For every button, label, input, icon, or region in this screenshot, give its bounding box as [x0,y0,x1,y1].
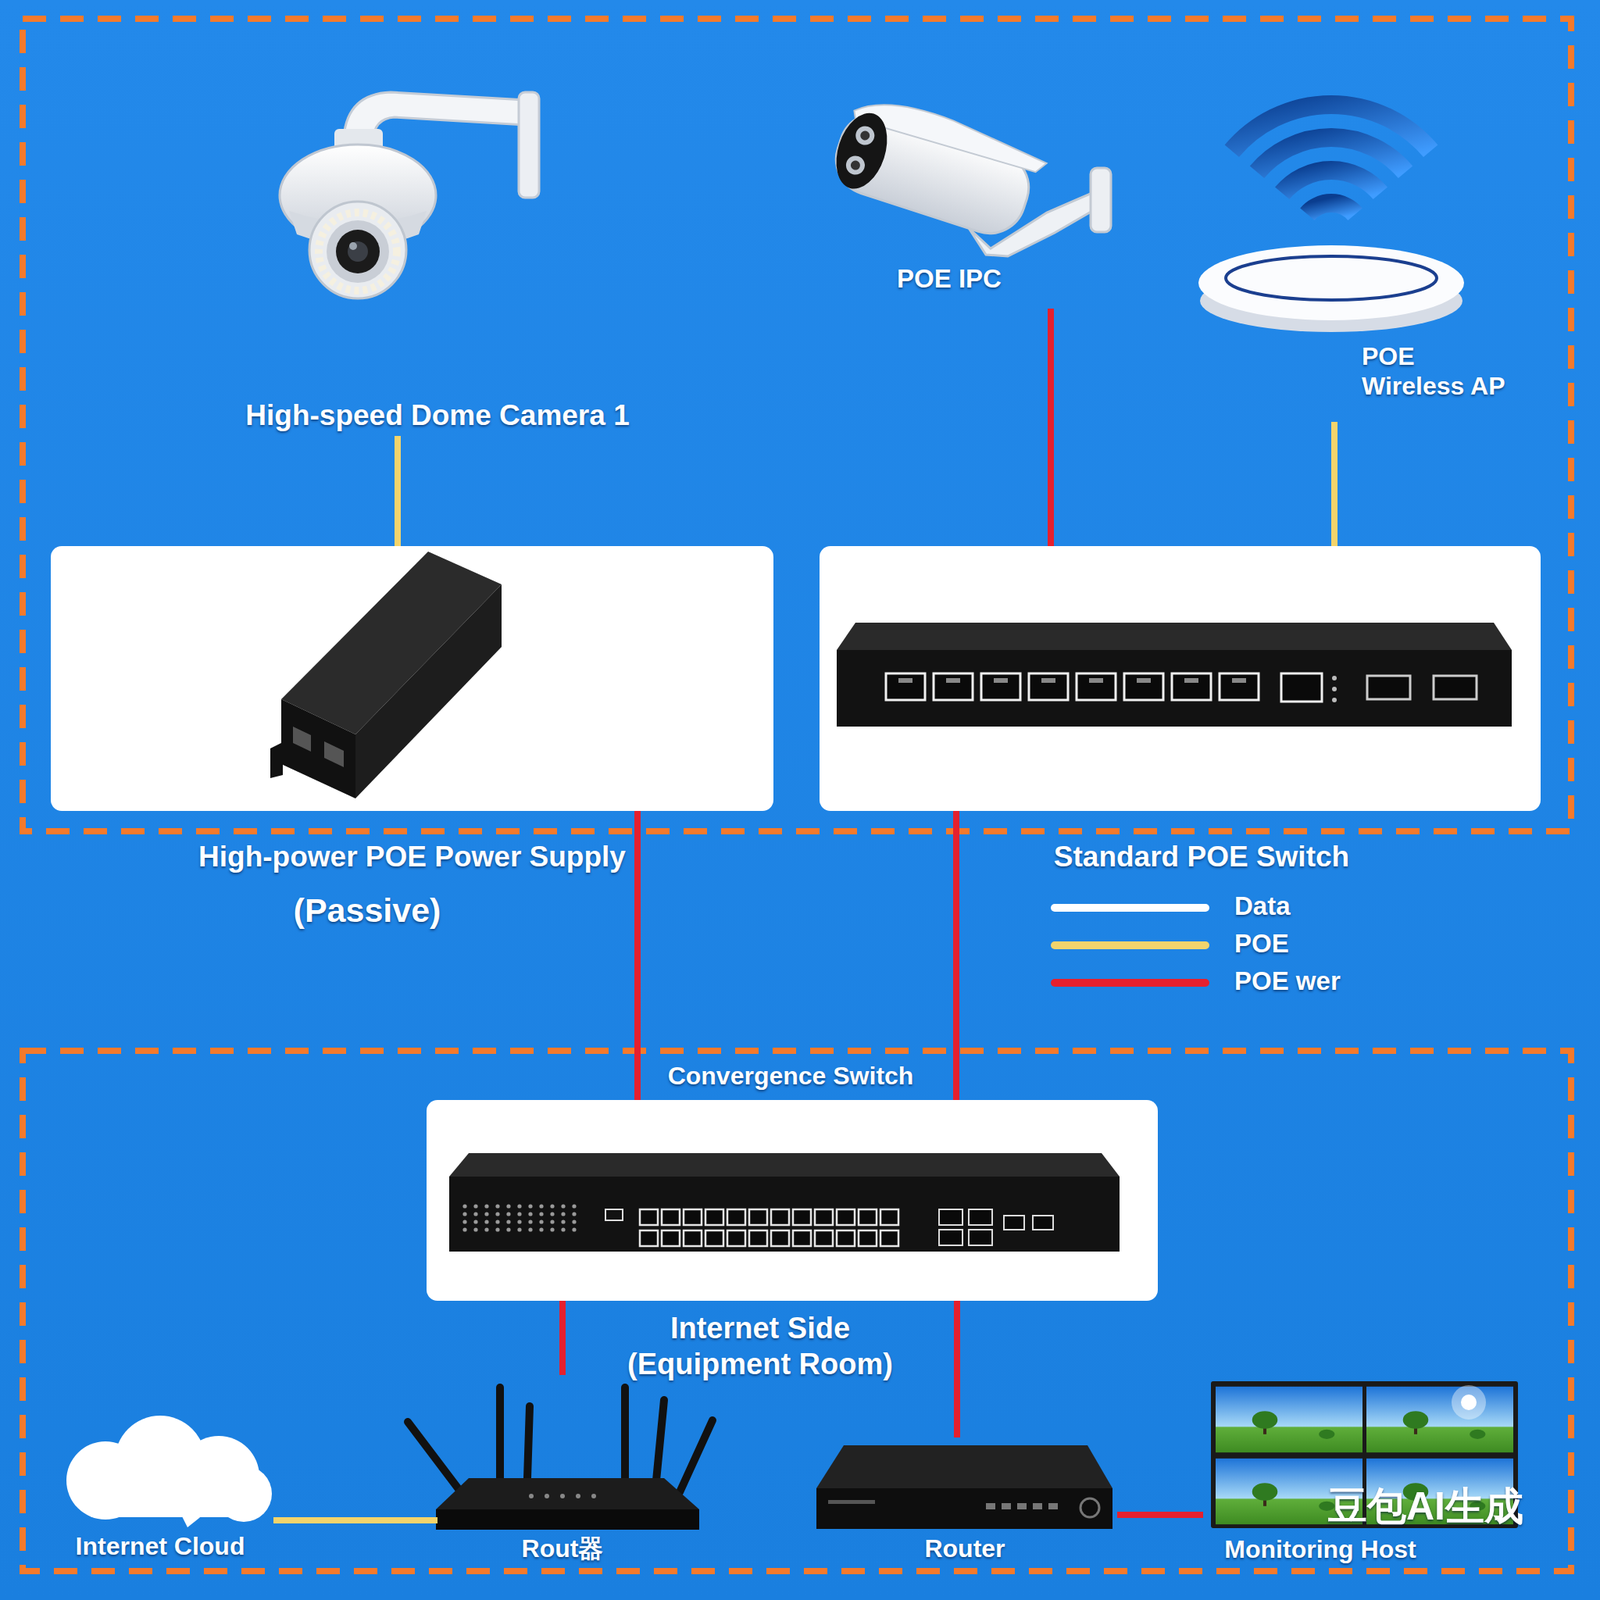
cable-connector [953,810,960,1100]
cable-connector [1117,1511,1204,1518]
monitor-node: Monitoring Host [1203,1375,1524,1569]
node-label: Router [812,1533,1118,1564]
node-label: (Passive) [250,890,485,932]
legend-swatch [1050,941,1210,950]
cable-connector [953,1300,961,1438]
cable-connector [394,435,401,547]
legend-row: POE wer [1050,965,1442,1000]
poe-injector-icon [270,551,502,799]
cloud-icon [66,1415,272,1528]
convergence-switch-box: Convergence Switch [426,1100,1158,1301]
node-label: Standard POE Switch [967,839,1436,875]
legend-swatch [1050,978,1210,987]
node-label: High-power POE Power Supply [50,839,774,875]
cable-connector [1331,421,1338,547]
convergence-switch-icon [449,1153,1120,1252]
node-label: Monitoring Host [1203,1534,1438,1565]
cable-connector [634,810,641,1100]
router-node: Router [812,1437,1118,1567]
cable-connector [1047,308,1054,547]
legend-label: POE [1234,928,1290,960]
device-panel [50,546,1541,1301]
dome-camera-icon [279,92,540,299]
legend-swatch [1050,903,1210,912]
wifi-router-icon [407,1387,713,1530]
node-label: Convergence Switch [595,1060,986,1091]
legend-label: Data [1234,890,1291,922]
node-label: POE IPC [875,263,1024,295]
cable-connector [273,1517,438,1524]
access-point-node: POE Wireless AP [1195,101,1524,422]
camera-node: POE IPC [812,101,1141,309]
node-label: POE Wireless AP [1361,341,1518,402]
poe-switch-icon [836,622,1512,727]
legend-row: Data [1050,890,1442,925]
region-outline [22,18,1572,1572]
legend-label: POE wer [1234,965,1341,997]
watermark: 豆包AI生成 [1328,1482,1579,1530]
node-label: Rout器 [437,1533,688,1564]
node-label: High-speed Dome Camera 1 [218,398,657,433]
camera-node: High-speed Dome Camera 1 [218,85,657,436]
bullet-camera-icon [826,89,1111,257]
node-label: Internet Cloud [46,1531,274,1561]
router-node: Rout器 [437,1375,688,1567]
wireless-ap-icon [1198,104,1465,333]
dvr-router-icon [816,1445,1113,1529]
power-supply-box: High-power POE Power Supply(Passive) [50,546,774,811]
cable-connector [559,1300,566,1375]
cloud-node: Internet Cloud [46,1410,274,1567]
poe-switch-box: Standard POE Switch [819,546,1541,811]
legend-row: POE [1050,928,1442,963]
region-caption: Internet Side (Equipment Room) [592,1310,929,1383]
